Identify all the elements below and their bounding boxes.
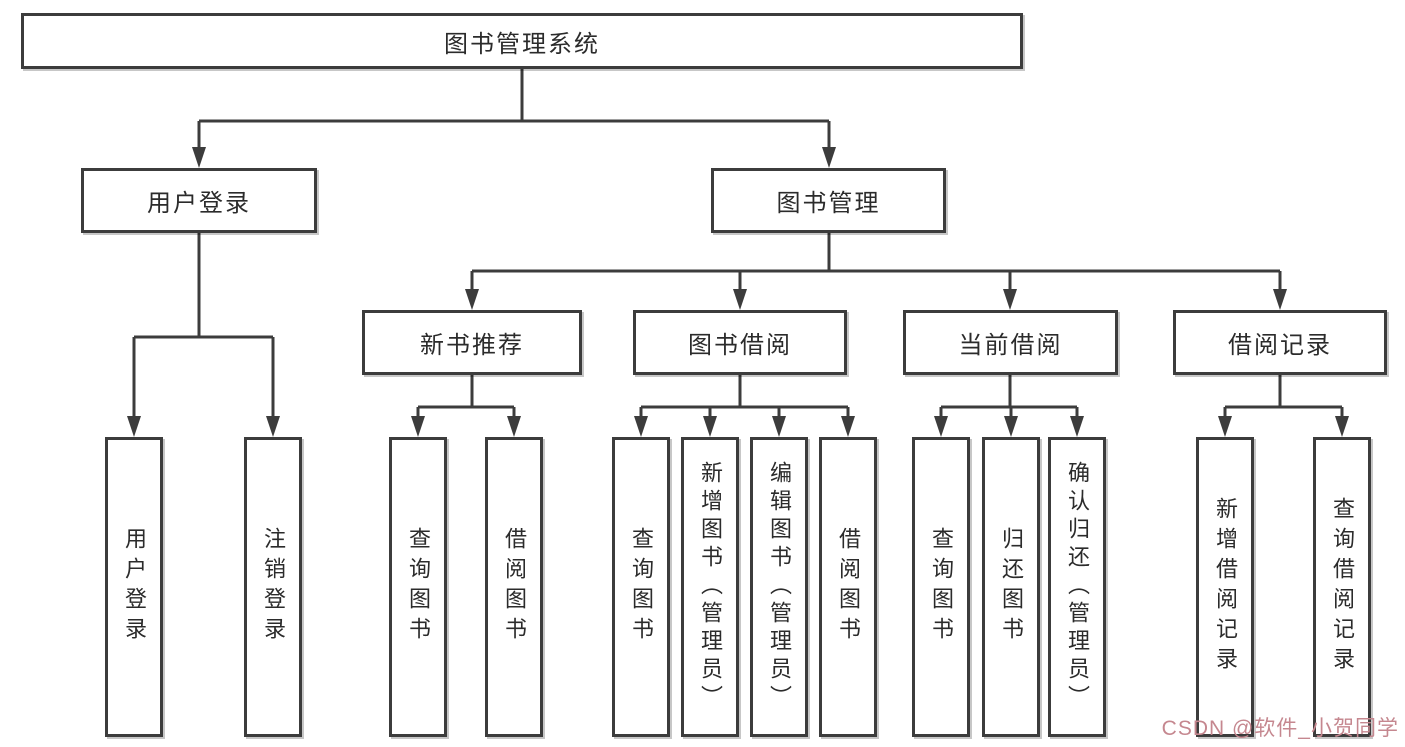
- node-root: 图书管理系统: [21, 13, 1023, 69]
- leaf-user-login: 用户登录: [105, 437, 163, 737]
- leaf-query-books-borrow: 查询图书: [612, 437, 670, 737]
- leaf-borrow-books-recommend: 借阅图书: [485, 437, 543, 737]
- node-book-borrow: 图书借阅: [633, 310, 847, 375]
- node-new-book-recommend: 新书推荐: [362, 310, 582, 375]
- node-book-management: 图书管理: [711, 168, 946, 233]
- leaf-add-book-admin: 新增图书（管理员）: [681, 437, 739, 737]
- leaf-query-books-recommend: 查询图书: [389, 437, 447, 737]
- leaf-query-books-current: 查询图书: [912, 437, 970, 737]
- node-current-borrow: 当前借阅: [903, 310, 1118, 375]
- leaf-add-borrow-record: 新增借阅记录: [1196, 437, 1254, 737]
- connector-borrow-to-leaves: [641, 375, 848, 409]
- connector-login-to-leaves: [134, 232, 273, 339]
- connector-recommend-to-leaves: [418, 375, 514, 409]
- leaf-edit-book-admin: 编辑图书（管理员）: [750, 437, 808, 737]
- connector-management-to-level3: [472, 232, 1280, 273]
- leaf-logout: 注销登录: [244, 437, 302, 737]
- connector-current-to-leaves: [941, 375, 1077, 409]
- leaf-return-books: 归还图书: [982, 437, 1040, 737]
- leaf-borrow-books: 借阅图书: [819, 437, 877, 737]
- node-borrow-records: 借阅记录: [1173, 310, 1387, 375]
- node-user-login: 用户登录: [81, 168, 317, 233]
- leaf-confirm-return-admin: 确认归还（管理员）: [1048, 437, 1106, 737]
- csdn-watermark: CSDN @软件_小贺同学: [1161, 717, 1399, 740]
- leaf-query-borrow-record: 查询借阅记录: [1313, 437, 1371, 737]
- connector-records-to-leaves: [1225, 375, 1342, 409]
- connector-root-to-level2: [199, 69, 829, 123]
